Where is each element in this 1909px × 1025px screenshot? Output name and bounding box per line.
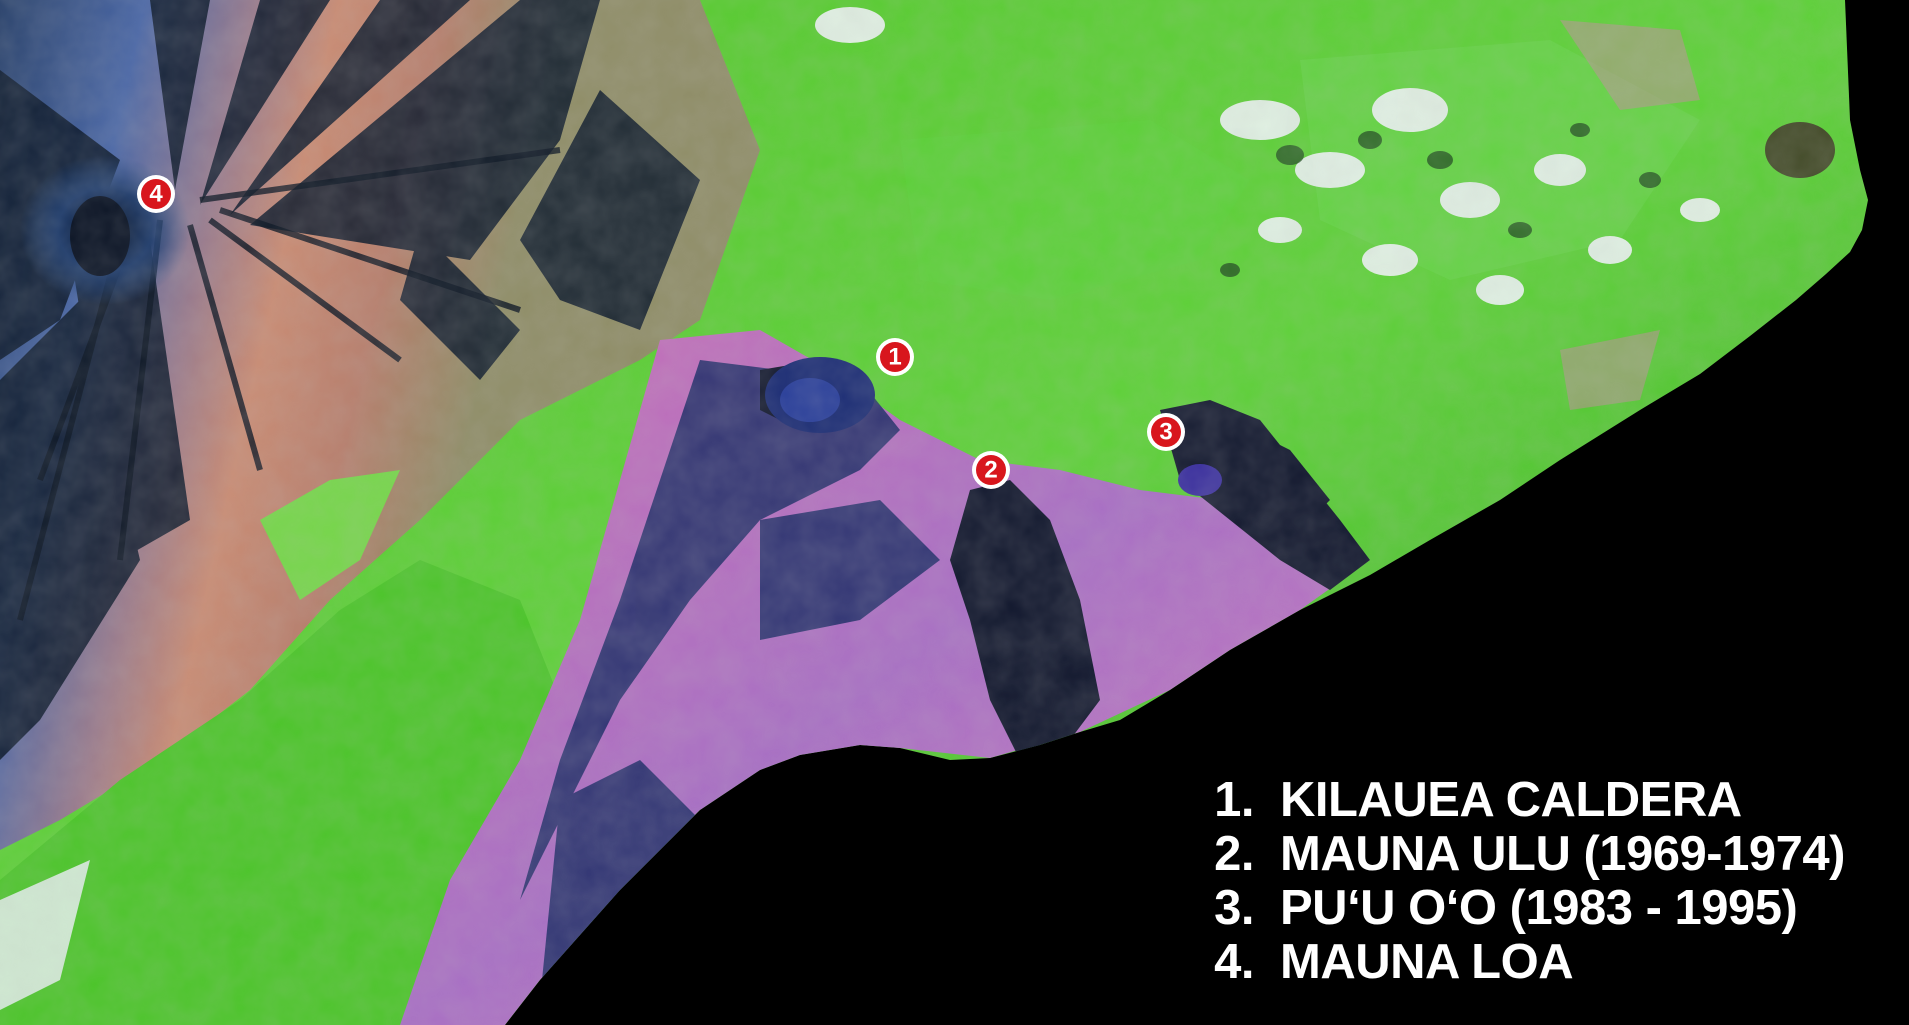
marker-3: 3	[1147, 413, 1185, 451]
legend-item: 2. MAUNA ULU (1969-1974)	[1166, 826, 1896, 881]
legend-text: KILAUEA CALDERA	[1280, 773, 1742, 827]
legend-item: 1. KILAUEA CALDERA	[1166, 772, 1896, 827]
marker-4: 4	[137, 175, 175, 213]
legend-text: MAUNA LOA	[1280, 935, 1574, 989]
marker-1: 1	[876, 338, 914, 376]
marker-1-label: 1	[888, 344, 901, 371]
legend-number: 2.	[1214, 827, 1254, 881]
legend-number: 1.	[1214, 773, 1254, 827]
legend-item: 4. MAUNA LOA	[1166, 934, 1896, 989]
marker-4-label: 4	[149, 181, 163, 208]
map-legend: 1. KILAUEA CALDERA 2. MAUNA ULU (1969-19…	[1166, 772, 1896, 989]
legend-text: MAUNA ULU (1969-1974)	[1280, 827, 1845, 881]
marker-3-label: 3	[1159, 419, 1172, 446]
legend-number: 4.	[1214, 935, 1254, 989]
marker-2-label: 2	[984, 457, 997, 484]
marker-2: 2	[972, 451, 1010, 489]
legend-item: 3. PU‘U O‘O (1983 - 1995)	[1166, 880, 1896, 935]
legend-number: 3.	[1214, 881, 1254, 935]
legend-text: PU‘U O‘O (1983 - 1995)	[1280, 881, 1798, 935]
